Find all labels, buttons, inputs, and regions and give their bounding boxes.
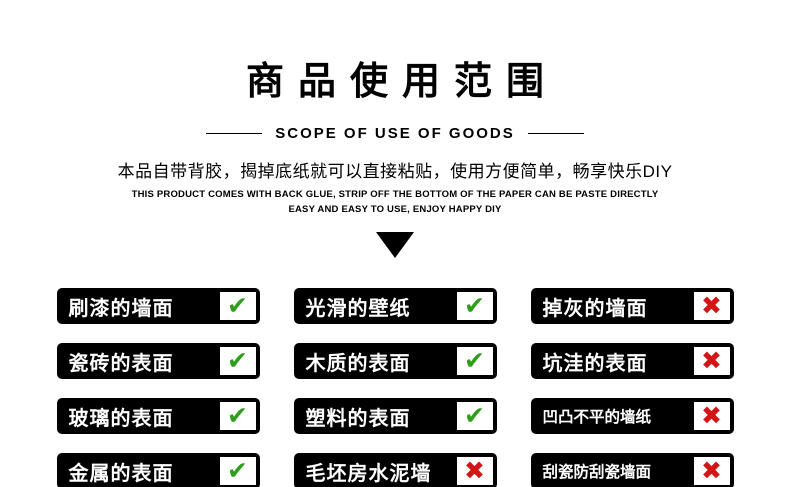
usage-item-label: 凹凸不平的墙纸 (542, 409, 652, 427)
mark-box: ✔ (219, 346, 256, 376)
mark-box: ✖ (456, 456, 493, 486)
check-icon: ✔ (227, 346, 248, 375)
down-triangle-icon (376, 232, 414, 259)
mark-box: ✖ (693, 291, 730, 321)
usage-item-label: 光滑的壁纸 (305, 297, 411, 320)
check-icon: ✔ (464, 401, 485, 430)
usage-item: 塑料的表面 ✔ (293, 398, 497, 435)
usage-item-label: 金属的表面 (68, 462, 174, 485)
usage-item-label: 坑洼的表面 (542, 352, 648, 375)
page-title: 商品使用范围 (245, 61, 558, 103)
usage-item-label: 掉灰的墙面 (542, 297, 648, 320)
check-icon: ✔ (464, 291, 485, 320)
mark-box: ✔ (219, 291, 256, 321)
usage-item: 坑洼的表面 ✖ (530, 343, 734, 380)
usage-item-label: 刮瓷防刮瓷墙面 (542, 464, 652, 482)
mark-box: ✔ (219, 456, 256, 486)
divider-right (527, 133, 584, 134)
mark-box: ✔ (219, 401, 256, 431)
usage-item: 玻璃的表面 ✔ (56, 398, 260, 435)
usage-item-label: 木质的表面 (305, 352, 411, 375)
usage-item: 金属的表面 ✔ (56, 453, 260, 487)
cross-icon: ✖ (701, 346, 722, 375)
mark-box: ✔ (456, 291, 493, 321)
mark-box: ✖ (693, 456, 730, 486)
divider-left (206, 133, 263, 134)
usage-item: 掉灰的墙面 ✖ (530, 288, 734, 325)
check-icon: ✔ (464, 346, 485, 375)
usage-item: 凹凸不平的墙纸 ✖ (530, 398, 734, 435)
description-cn: 本品自带背胶，揭掉底纸就可以直接粘贴，使用方便简单，畅享快乐DIY (117, 162, 673, 181)
usage-item: 毛坯房水泥墙 ✖ (293, 453, 497, 487)
mark-box: ✔ (456, 346, 493, 376)
usage-item-label: 玻璃的表面 (68, 407, 174, 430)
page-subtitle: SCOPE OF USE OF GOODS (275, 125, 515, 142)
usage-item: 光滑的壁纸 ✔ (293, 288, 497, 325)
description-en-line2: EASY AND EASY TO USE, ENJOY HAPPY DIY (288, 203, 502, 215)
usage-grid: 刷漆的墙面 ✔ 光滑的壁纸 ✔ 掉灰的墙面 ✖ 瓷砖的表面 ✔ 木质的表面 ✔ … (56, 288, 734, 487)
cross-icon: ✖ (464, 456, 485, 485)
check-icon: ✔ (227, 456, 248, 485)
usage-item: 瓷砖的表面 ✔ (56, 343, 260, 380)
check-icon: ✔ (227, 291, 248, 320)
usage-item-label: 毛坯房水泥墙 (305, 462, 432, 485)
usage-item-label: 塑料的表面 (305, 407, 411, 430)
usage-item: 木质的表面 ✔ (293, 343, 497, 380)
usage-item: 刷漆的墙面 ✔ (56, 288, 260, 325)
usage-item-label: 瓷砖的表面 (68, 352, 174, 375)
cross-icon: ✖ (701, 291, 722, 320)
cross-icon: ✖ (701, 401, 722, 430)
usage-item-label: 刷漆的墙面 (68, 297, 174, 320)
cross-icon: ✖ (701, 456, 722, 485)
description-en-line1: THIS PRODUCT COMES WITH BACK GLUE, STRIP… (131, 189, 659, 200)
check-icon: ✔ (227, 401, 248, 430)
description-en: THIS PRODUCT COMES WITH BACK GLUE, STRIP… (132, 188, 659, 217)
subtitle-row: SCOPE OF USE OF GOODS (206, 125, 584, 142)
mark-box: ✖ (693, 401, 730, 431)
mark-box: ✔ (456, 401, 493, 431)
mark-box: ✖ (693, 346, 730, 376)
usage-item: 刮瓷防刮瓷墙面 ✖ (530, 453, 734, 487)
